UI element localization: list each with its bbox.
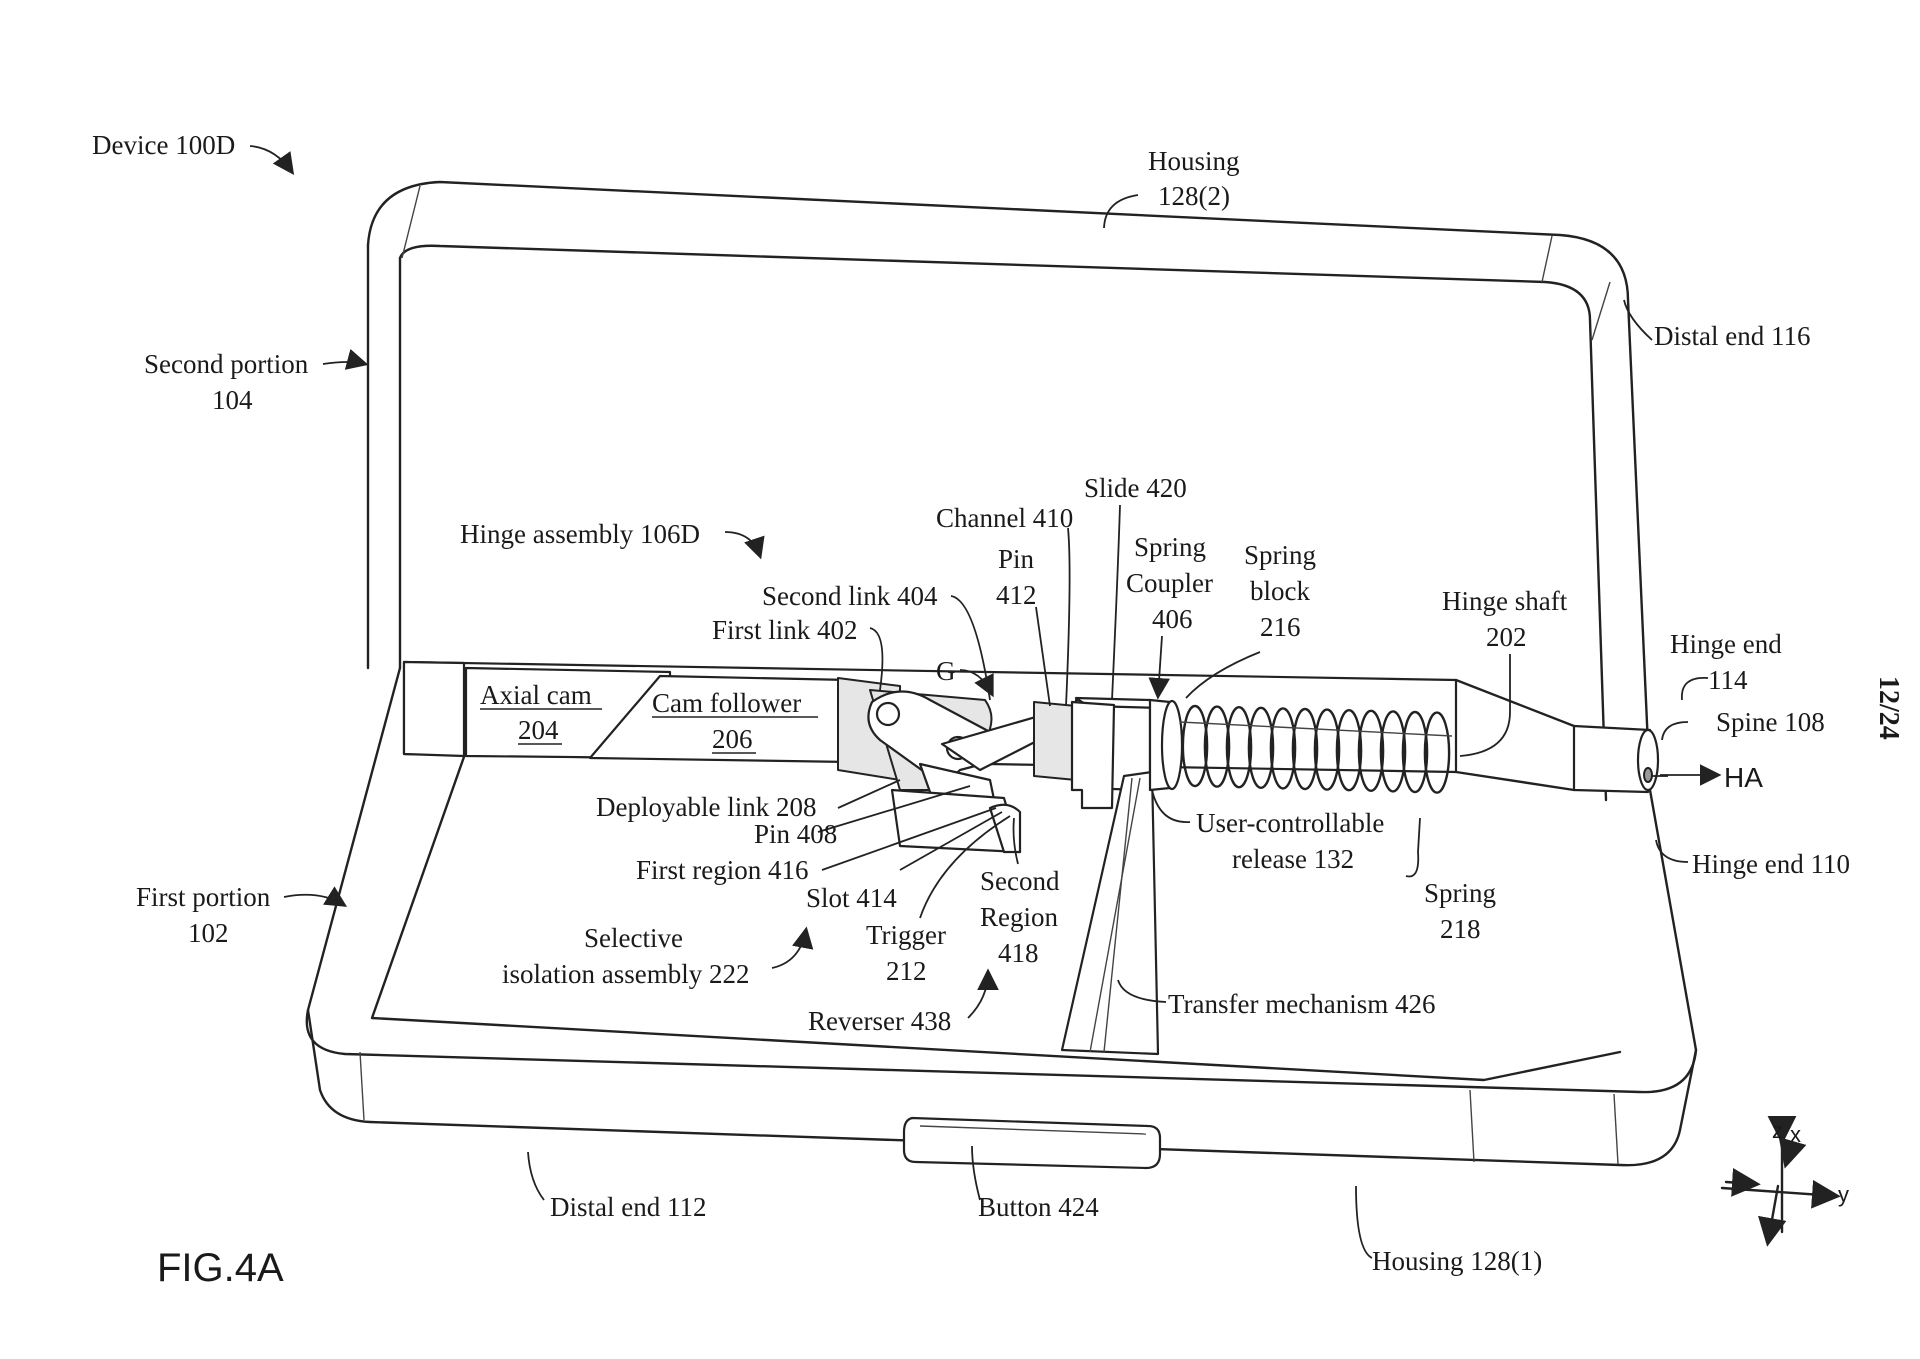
label-ha: HA (1724, 762, 1763, 793)
label-g: G (936, 656, 956, 686)
label-trigger-2: 212 (886, 956, 927, 986)
label-second-region-2: Region (980, 902, 1058, 932)
label-user-release-2: release 132 (1232, 844, 1354, 874)
spring-coil (1379, 710, 1407, 793)
label-first-region: First region 416 (636, 855, 809, 885)
spring-coil (1357, 709, 1385, 792)
label-axial-cam-1: Axial cam (480, 680, 592, 710)
label-user-release-1: User-controllable (1196, 808, 1384, 838)
hinge-axis-hole (1643, 767, 1653, 783)
label-first-link: First link 402 (712, 615, 858, 645)
label-second-region-1: Second (980, 866, 1060, 896)
label-spring-218-2: 218 (1440, 914, 1481, 944)
label-trigger-1: Trigger (866, 920, 946, 950)
label-button: Button 424 (978, 1192, 1099, 1222)
label-second-portion-2: 104 (212, 385, 253, 415)
spring-coil (1247, 706, 1275, 789)
label-second-region-3: 418 (998, 938, 1039, 968)
spring-coil (1225, 706, 1253, 789)
figure-title: FIG.4A (157, 1246, 284, 1290)
axis-x: x (1790, 1122, 1801, 1147)
label-axial-cam-2: 204 (518, 715, 559, 745)
label-spring-coupler-3: 406 (1152, 604, 1193, 634)
spring-coil (1335, 709, 1363, 792)
label-hinge-shaft-1: Hinge shaft (1442, 586, 1568, 616)
label-cam-follower-2: 206 (712, 724, 753, 754)
axis-z: z (1772, 1118, 1783, 1143)
sheet-number: 12/24 (1873, 676, 1904, 740)
second-portion-housing (366, 180, 1652, 802)
label-slide: Slide 420 (1084, 473, 1187, 503)
spring-coil (1203, 705, 1231, 788)
label-spring-coupler-1: Spring (1134, 532, 1206, 562)
spring-coil (1269, 707, 1297, 790)
label-first-portion-2: 102 (188, 918, 229, 948)
label-deployable-link: Deployable link 208 (596, 792, 816, 822)
label-pin-412-1: Pin (998, 544, 1035, 574)
button-highlight (919, 1125, 1147, 1135)
label-distal-end-116: Distal end 116 (1654, 321, 1810, 351)
label-hinge-assembly: Hinge assembly 106D (460, 519, 700, 549)
label-reverser: Reverser 438 (808, 1006, 951, 1036)
leader-lines (249, 145, 1722, 1259)
label-selective-2: isolation assembly 222 (502, 959, 749, 989)
spring-coil (1401, 710, 1429, 794)
label-distal-end-112: Distal end 112 (550, 1192, 706, 1222)
spring-coil (1181, 704, 1209, 788)
spring-coil (1423, 711, 1451, 794)
spring-218 (1181, 704, 1451, 794)
hinge-shaft-line (1179, 721, 1453, 737)
label-selective-1: Selective (584, 923, 683, 953)
axis-y: y (1838, 1182, 1849, 1207)
label-hinge-end-114-1: Hinge end (1670, 629, 1782, 659)
label-spring-block-2: block (1250, 576, 1310, 606)
label-spine: Spine 108 (1716, 707, 1825, 737)
button-424 (902, 1116, 1162, 1170)
label-transfer: Transfer mechanism 426 (1168, 989, 1435, 1019)
label-hinge-end-110: Hinge end 110 (1692, 849, 1850, 879)
label-hinge-shaft-2: 202 (1486, 622, 1527, 652)
label-housing-top-1: Housing (1148, 146, 1240, 176)
label-spring-218-1: Spring (1424, 878, 1496, 908)
linkage-mechanism (837, 677, 1164, 1056)
spring-coil (1291, 707, 1319, 791)
spring-coil (1313, 708, 1341, 791)
label-second-portion-1: Second portion (144, 349, 309, 379)
label-second-link: Second link 404 (762, 581, 938, 611)
label-device: Device 100D (92, 130, 235, 160)
coordinate-axes (1720, 1116, 1841, 1247)
label-pin-408: Pin 408 (754, 819, 837, 849)
label-hinge-end-114-2: 114 (1708, 665, 1748, 695)
label-slot: Slot 414 (806, 883, 897, 913)
label-spring-coupler-2: Coupler (1126, 568, 1213, 598)
label-first-portion-1: First portion (136, 882, 271, 912)
spring-block (1148, 698, 1184, 792)
label-pin-412-2: 412 (996, 580, 1037, 610)
labels: Device 100D Housing 128(2) Distal end 11… (92, 130, 1904, 1290)
label-cam-follower-1: Cam follower (652, 688, 801, 718)
first-portion-housing (305, 666, 1698, 1167)
label-channel: Channel 410 (936, 503, 1073, 533)
label-spring-block-3: 216 (1260, 612, 1301, 642)
label-spring-block-1: Spring (1244, 540, 1316, 570)
label-housing-top-2: 128(2) (1158, 181, 1230, 211)
label-housing-bottom: Housing 128(1) (1372, 1246, 1542, 1276)
